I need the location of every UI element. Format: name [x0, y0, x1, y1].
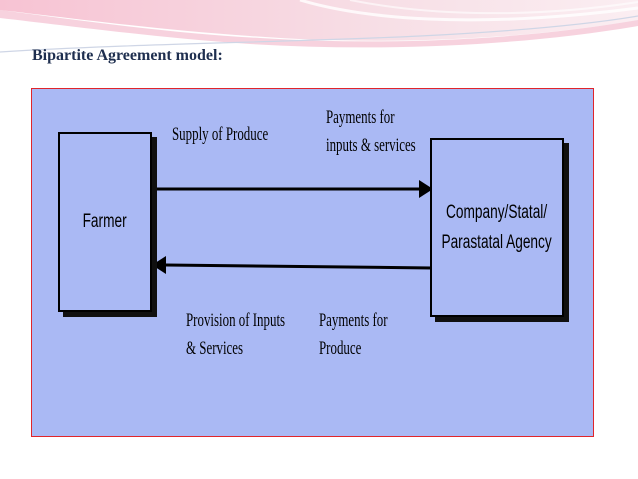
provision-line1: Provision of Inputs	[186, 310, 286, 331]
supply-of-produce-label: Supply of Produce	[172, 124, 269, 145]
company-node: Company/Statal/ Parastatal Agency	[430, 138, 564, 317]
slide-title: Bipartite Agreement model:	[32, 47, 223, 64]
payments-inputs-label: Payments for inputs & services	[326, 104, 416, 160]
provision-line2: & Services	[186, 338, 244, 359]
payments-inputs-line2: inputs & services	[326, 135, 416, 156]
payments-produce-label: Payments for Produce	[319, 307, 388, 363]
payments-inputs-line1: Payments for	[326, 107, 395, 128]
company-label-line2: Parastatal Agency	[441, 231, 553, 253]
farmer-label: Farmer	[82, 211, 128, 232]
payments-produce-line1: Payments for	[319, 310, 388, 331]
provision-inputs-label: Provision of Inputs & Services	[186, 307, 285, 363]
header-swoosh-decoration	[0, 0, 638, 53]
company-label-line1: Company/Statal/	[446, 201, 548, 223]
payments-produce-line2: Produce	[319, 338, 362, 359]
farmer-node: Farmer	[58, 132, 152, 312]
company-label: Company/Statal/ Parastatal Agency	[442, 198, 552, 258]
